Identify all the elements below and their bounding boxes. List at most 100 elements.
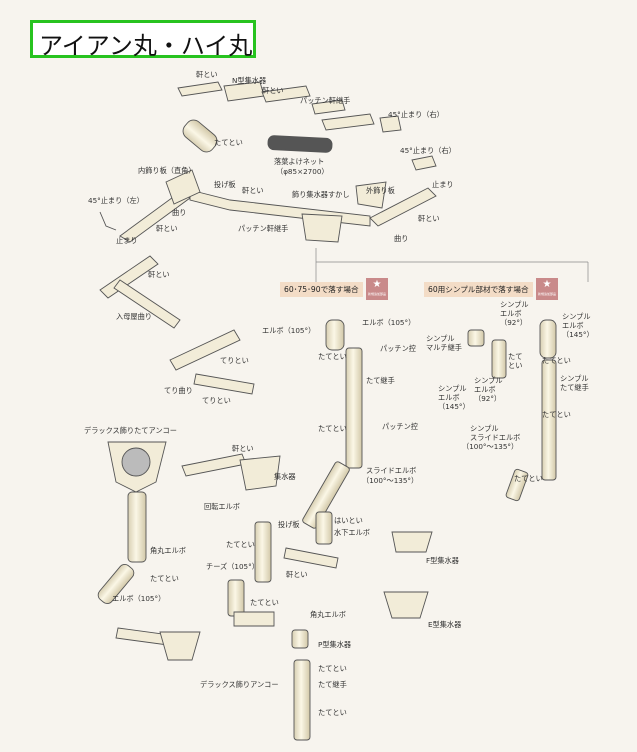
gutter-part: [181, 453, 247, 477]
downspout-part: [127, 491, 147, 563]
part-label: エルボ: [562, 321, 584, 330]
part-label: スライドエルボ: [470, 433, 521, 442]
part-label: （100°～135°）: [362, 476, 419, 485]
downspout-part: [182, 119, 218, 153]
new-part-badge: ★ 新規追加部品: [536, 278, 558, 300]
part-label: 回転エルボ: [204, 502, 240, 511]
part-label: 止まり: [116, 236, 138, 245]
part-label: スライドエルボ: [366, 466, 417, 475]
joint-part: [311, 99, 346, 115]
new-part-badge: ★ 新規追加部品: [366, 278, 388, 300]
gutter-part: [169, 329, 241, 371]
part-label: 落葉よけネット: [274, 157, 325, 166]
section-drop-60-simple: 60用シンプル部材で落す場合: [424, 282, 533, 297]
part-label: シンプル: [438, 384, 467, 393]
part-label: たてとい: [150, 574, 179, 583]
part-label: たてとい: [542, 410, 571, 419]
stop-part: [379, 115, 402, 133]
downspout-part: [227, 579, 245, 617]
part-label: P型集水器: [318, 640, 352, 649]
part-label: 軒とい: [418, 214, 440, 223]
part-label: はいとい: [334, 516, 363, 525]
part-label: デラックス飾りたてアンコー: [84, 426, 177, 435]
part-label: シンプル: [470, 424, 499, 433]
part-label: デラックス飾りアンコー: [200, 680, 279, 689]
part-label: エルボ（105°）: [262, 326, 316, 335]
downspout-part: [345, 347, 363, 469]
part-label: エルボ: [438, 393, 460, 402]
downspout-part: [541, 359, 557, 481]
part-label: （φ85×2700）: [276, 167, 329, 176]
part-label: パッチン控: [382, 422, 418, 431]
part-label: たてとい: [226, 540, 255, 549]
corner-board: [355, 181, 387, 209]
star-icon: ★: [372, 279, 382, 290]
part-label: シンプル: [500, 300, 529, 309]
stop-part: [99, 211, 117, 231]
collector-part: [239, 455, 281, 491]
downspout-part: [254, 521, 272, 583]
part-label: 集水器: [274, 472, 296, 481]
leaf-net-part: [267, 135, 333, 153]
collector-part: [301, 213, 343, 243]
part-label: 軒とい: [156, 224, 178, 233]
part-label: 止まり: [432, 180, 454, 189]
page-title: アイアン丸・ハイ丸: [39, 32, 253, 60]
downspout-part: [539, 319, 557, 359]
deluxe-anchor-part: [159, 631, 201, 661]
part-label: たて: [508, 352, 523, 361]
gutter-part: [261, 85, 311, 103]
stop-part: [411, 155, 437, 171]
part-label: 45°止まり（右）: [400, 146, 456, 155]
title-box: アイアン丸・ハイ丸: [30, 20, 256, 60]
part-label: 飾り集水器すかし: [292, 190, 350, 199]
part-label: N型集水器: [232, 76, 267, 85]
part-label: マルチ継手: [426, 343, 462, 352]
part-label: チーズ（105°）: [206, 562, 259, 571]
part-label: （145°）: [438, 402, 470, 411]
part-label: 投げ板: [278, 520, 300, 529]
part-label: 軒とい: [196, 70, 218, 79]
part-label: 角丸エルボ: [150, 546, 186, 555]
part-label: 投げ板: [214, 180, 236, 189]
part-label: とい: [508, 361, 523, 370]
downspout-part: [291, 629, 309, 649]
gutter-part: [369, 187, 437, 227]
part-label: 内飾り板（直角）: [138, 166, 196, 175]
part-label: 角丸エルボ: [310, 610, 346, 619]
part-label: エルボ: [500, 309, 522, 318]
part-label: たてとい: [318, 708, 347, 717]
part-label: てりとい: [202, 396, 231, 405]
part-label: たてとい: [214, 138, 243, 147]
f-collector-part: [391, 531, 433, 553]
gutter-part: [321, 113, 375, 131]
part-label: 軒とい: [286, 570, 308, 579]
part-label: F型集水器: [426, 556, 459, 565]
star-icon: ★: [542, 279, 552, 290]
gutter-part: [283, 547, 339, 569]
part-label: 45°止まり（右）: [388, 110, 444, 119]
part-label: 曲り: [172, 208, 187, 217]
part-label: たて継手: [560, 383, 589, 392]
part-label: エルボ: [474, 385, 496, 394]
downspout-part: [315, 511, 333, 545]
part-label: （92°）: [474, 394, 502, 403]
part-label: E型集水器: [428, 620, 462, 629]
part-label: 水下エルボ: [334, 528, 370, 537]
part-label: 入母屋曲り: [116, 312, 152, 321]
part-label: たてとい: [542, 356, 571, 365]
part-label: エルボ（105°）: [362, 318, 416, 327]
downspout-part: [491, 339, 507, 379]
part-label: シンプル: [426, 334, 455, 343]
part-label: シンプル: [562, 312, 591, 321]
part-label: （145°）: [562, 330, 594, 339]
downspout-part: [97, 564, 135, 604]
downspout-part: [325, 319, 345, 351]
part-label: （100°～135°）: [462, 442, 519, 451]
part-label: 軒とい: [262, 86, 284, 95]
part-label: てり曲り: [164, 386, 193, 395]
downspout-part: [467, 329, 485, 347]
downspout-part: [293, 659, 311, 741]
gutter-part: [113, 279, 181, 329]
